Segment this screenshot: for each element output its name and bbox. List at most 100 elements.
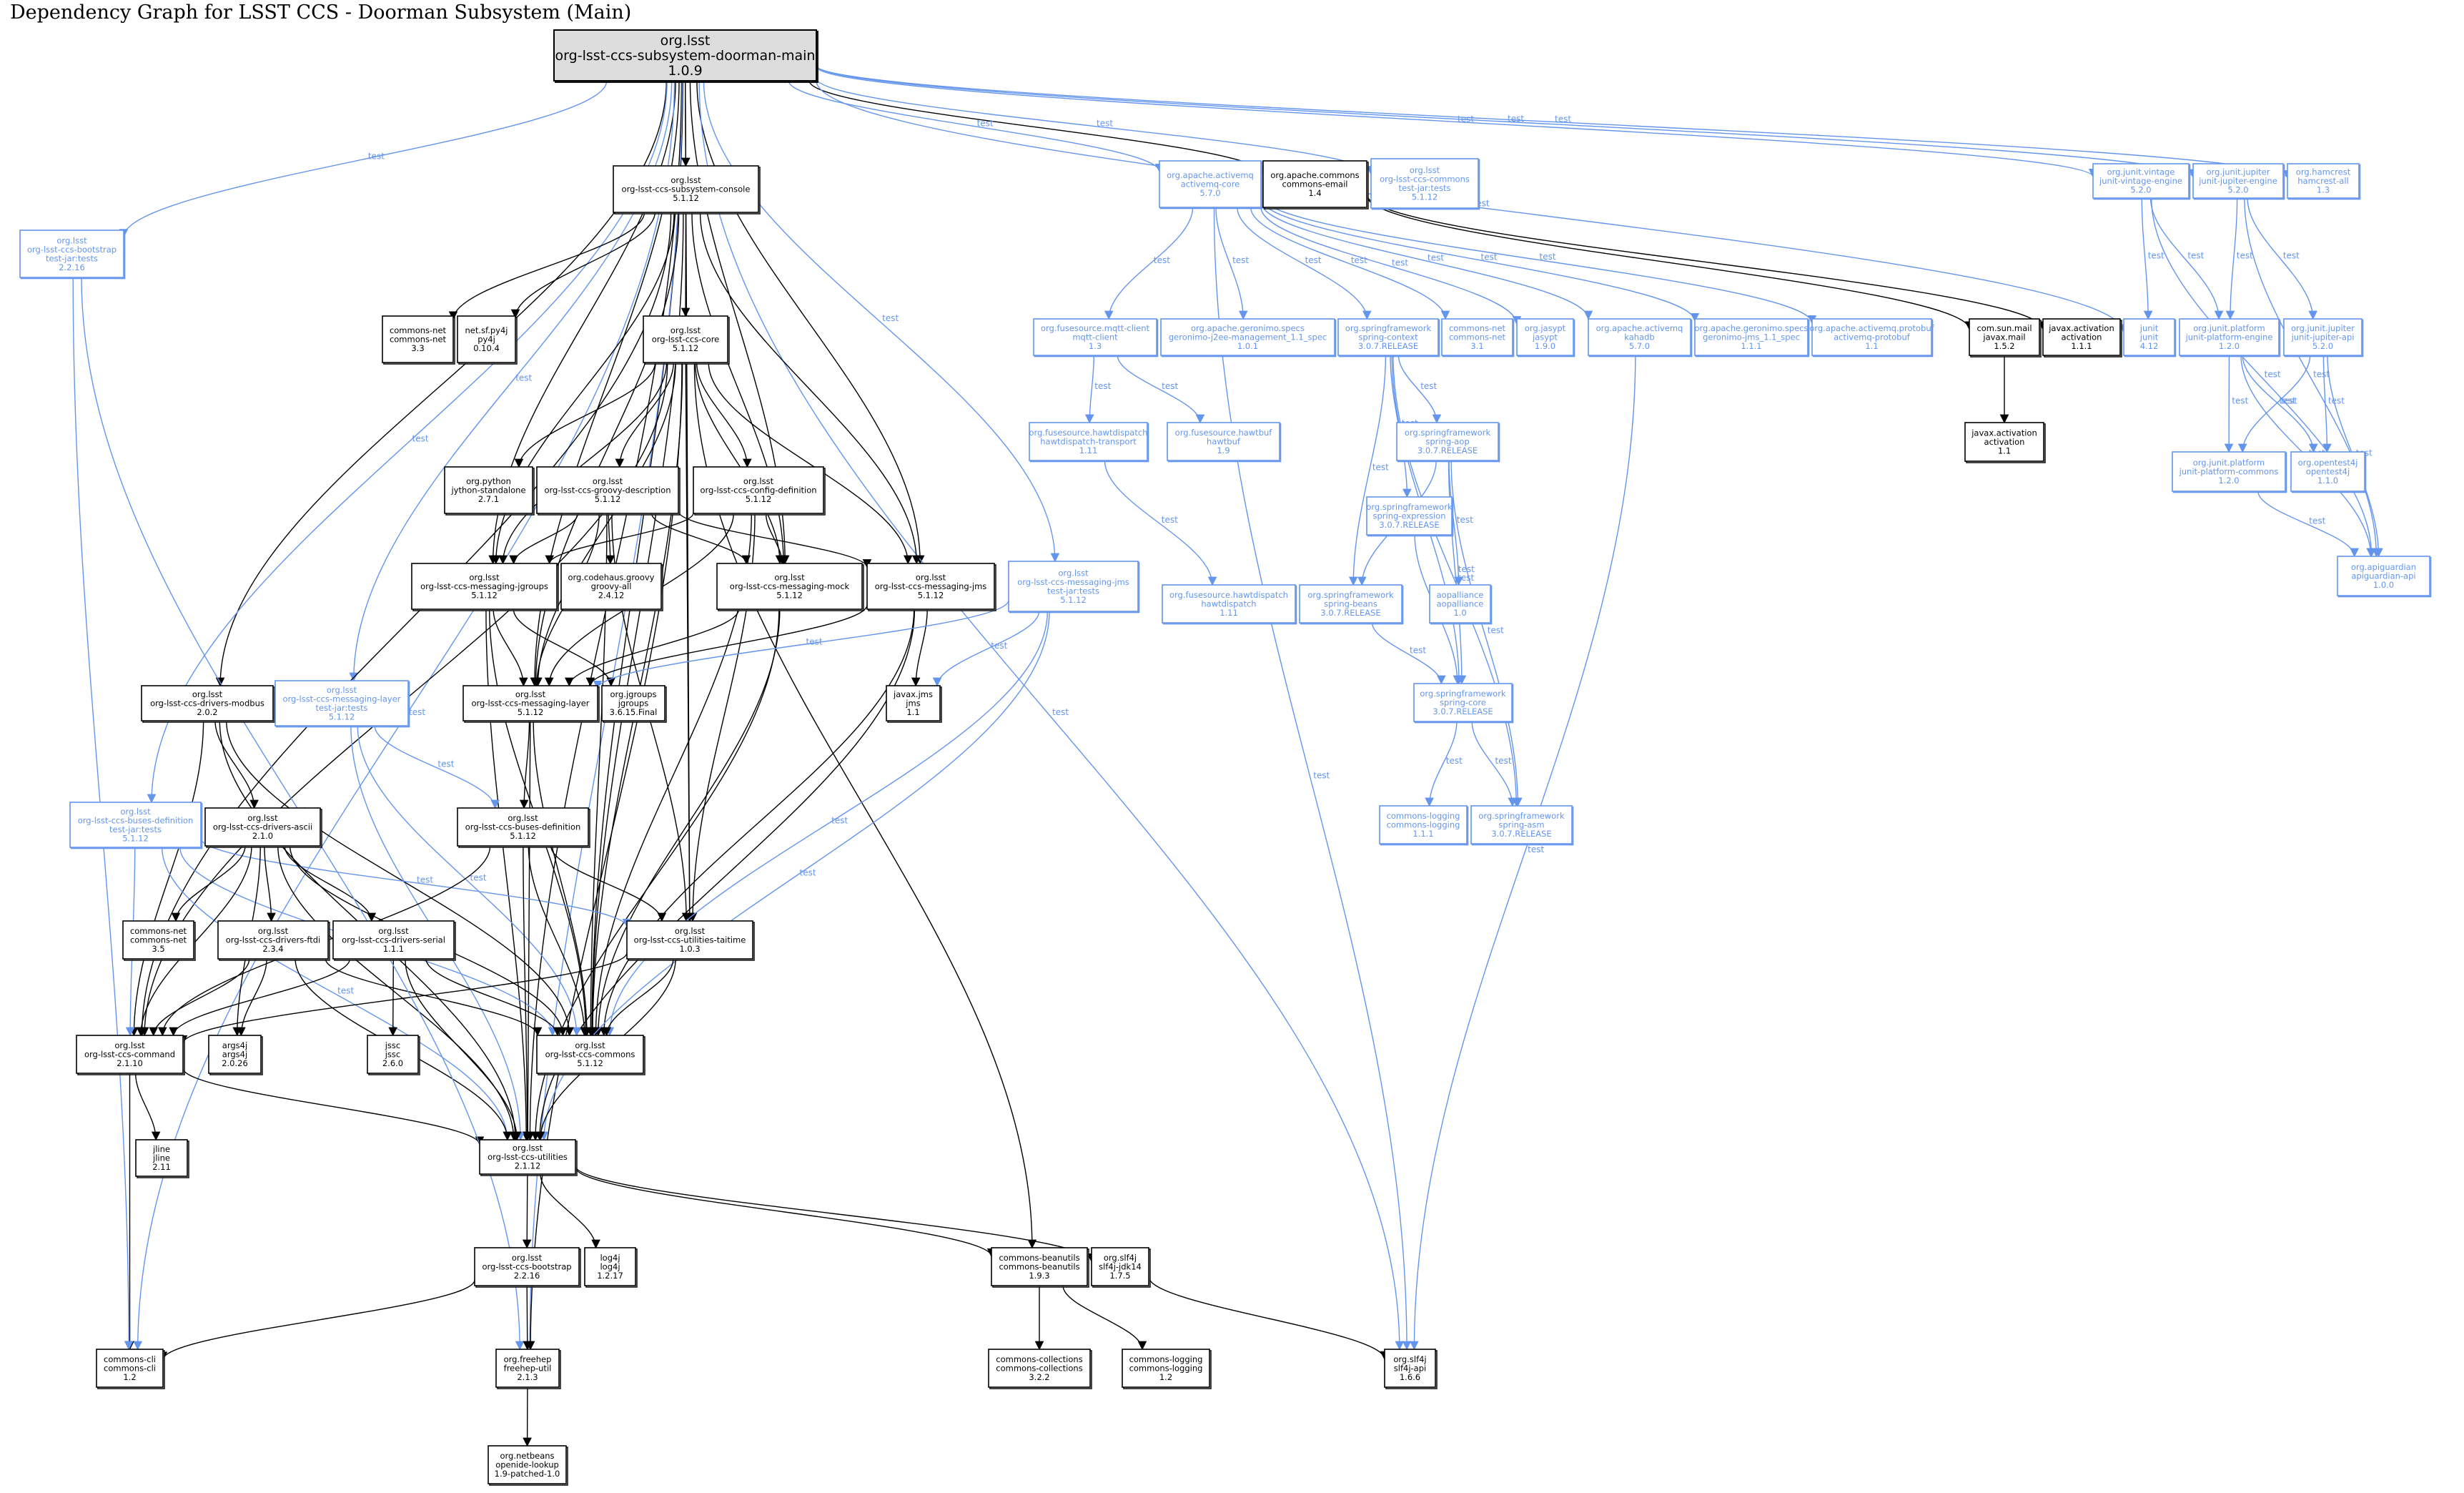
node-platform-engine[interactable]: org.junit.platformjunit-platform-engine1… (2179, 318, 2281, 358)
node-spring-aop[interactable]: org.springframeworkspring-aop3.0.7.RELEA… (1396, 422, 1500, 463)
node-taitime[interactable]: org.lsstorg-lsst-ccs-utilities-taitime1.… (626, 920, 755, 961)
node-spring-expression[interactable]: org.springframeworkspring-expression3.0.… (1366, 496, 1454, 537)
node-commons-tests[interactable]: org.lsstorg-lsst-ccs-commonstest-jar:tes… (1370, 158, 1480, 210)
node-box (1384, 1349, 1436, 1388)
node-spring-asm[interactable]: org.springframeworkspring-asm3.0.7.RELEA… (1470, 805, 1574, 846)
node-msg-mock[interactable]: org.lsstorg-lsst-ccs-messaging-mock5.1.1… (716, 563, 864, 611)
node-group-id: org.fusesource.hawtdispatch (1169, 590, 1288, 600)
node-version: 5.1.12 (673, 343, 699, 353)
node-group-id: org.slf4j (1104, 1253, 1137, 1263)
node-groovy-desc[interactable]: org.lsstorg-lsst-ccs-groovy-description5… (536, 466, 681, 516)
node-root[interactable]: org.lsstorg-lsst-ccs-subsystem-doorman-m… (553, 29, 818, 83)
node-msg-layer-tests[interactable]: org.lsstorg-lsst-ccs-messaging-layertest… (274, 680, 410, 728)
node-box (122, 920, 194, 960)
node-artifact-id: org-lsst-ccs-command (84, 1050, 175, 1060)
node-jupiter-engine[interactable]: org.junit.jupiterjunit-jupiter-engine5.2… (2192, 163, 2285, 200)
node-msg-layer[interactable]: org.lsstorg-lsst-ccs-messaging-layer5.1.… (462, 685, 600, 723)
edge-label: test (2148, 251, 2164, 261)
node-platform-commons[interactable]: org.junit.platformjunit-platform-commons… (2172, 451, 2287, 493)
node-msg-jgroups[interactable]: org.lsstorg-lsst-ccs-messaging-jgroups5.… (411, 563, 559, 611)
dependency-edge-msg-jgroups-to-msg-layer (493, 608, 528, 687)
node-collections[interactable]: commons-collectionscommons-collections3.… (988, 1349, 1092, 1389)
node-hawtdispatch-transport[interactable]: org.fusesource.hawtdispatchhawtdispatch-… (1029, 422, 1149, 463)
node-artifact-id: mqtt-client (1072, 332, 1118, 343)
node-geronimo-jms[interactable]: org.apache.geronimo.specsgeronimo-jms_1.… (1694, 318, 1810, 358)
node-buses-def[interactable]: org.lsstorg-lsst-ccs-buses-definition5.1… (457, 807, 590, 848)
node-spring-context[interactable]: org.springframeworkspring-context3.0.7.R… (1337, 318, 1440, 358)
dependency-edge-slf4j-jdk14-to-slf4j-api (1148, 1276, 1390, 1361)
node-box (1160, 318, 1335, 356)
dependency-edge-root-to-vintage (816, 66, 2097, 178)
node-artifact-id: org-lsst-ccs-buses-definition (465, 822, 581, 832)
node-hawtdispatch[interactable]: org.fusesource.hawtdispatchhawtdispatch1… (1162, 584, 1297, 625)
node-version: 5.2.0 (2130, 185, 2151, 195)
node-group-id: commons-logging (1129, 1354, 1203, 1364)
node-spring-core[interactable]: org.springframeworkspring-core3.0.7.RELE… (1413, 683, 1514, 724)
node-msg-jms-tests[interactable]: org.lsstorg-lsst-ccs-messaging-jmstest-j… (1008, 561, 1140, 614)
edge-label: test (368, 151, 385, 161)
node-j2ee-mgmt[interactable]: org.apache.geronimo.specsgeronimo-j2ee-m… (1160, 318, 1337, 358)
node-buses-def-tests[interactable]: org.lsstorg-lsst-ccs-buses-definitiontes… (69, 802, 203, 849)
node-openide[interactable]: org.netbeansopenide-lookup1.9-patched-1.… (488, 1445, 568, 1486)
node-version: 1.2.0 (2218, 476, 2239, 486)
node-console[interactable]: org.lsstorg-lsst-ccs-subsystem-console5.… (613, 165, 761, 215)
node-activemq-protobuf[interactable]: org.apache.activemq.protobufactivemq-pro… (1809, 318, 1935, 358)
node-vintage[interactable]: org.junit.vintagejunit-vintage-engine5.2… (2092, 163, 2191, 200)
node-artifact-id: spring-aop (1425, 437, 1469, 447)
node-artifact-id: slf4j-api (1394, 1364, 1426, 1374)
node-spring-beans[interactable]: org.springframeworkspring-beans3.0.7.REL… (1299, 584, 1404, 625)
node-version: 1.9.3 (1029, 1271, 1049, 1281)
dependency-edge-jupiter-engine-to-platform-engine (2225, 197, 2238, 320)
dependency-edge-root-to-slf4j-api (698, 80, 1405, 1351)
node-config-def[interactable]: org.lsstorg-lsst-ccs-config-definition5.… (693, 466, 826, 516)
node-bootstrap-tests[interactable]: org.lsstorg-lsst-ccs-bootstraptest-jar:t… (19, 230, 126, 280)
dependency-edge-taitime-to-command (178, 952, 628, 1045)
node-group-id: org.junit.jupiter (2291, 323, 2355, 333)
